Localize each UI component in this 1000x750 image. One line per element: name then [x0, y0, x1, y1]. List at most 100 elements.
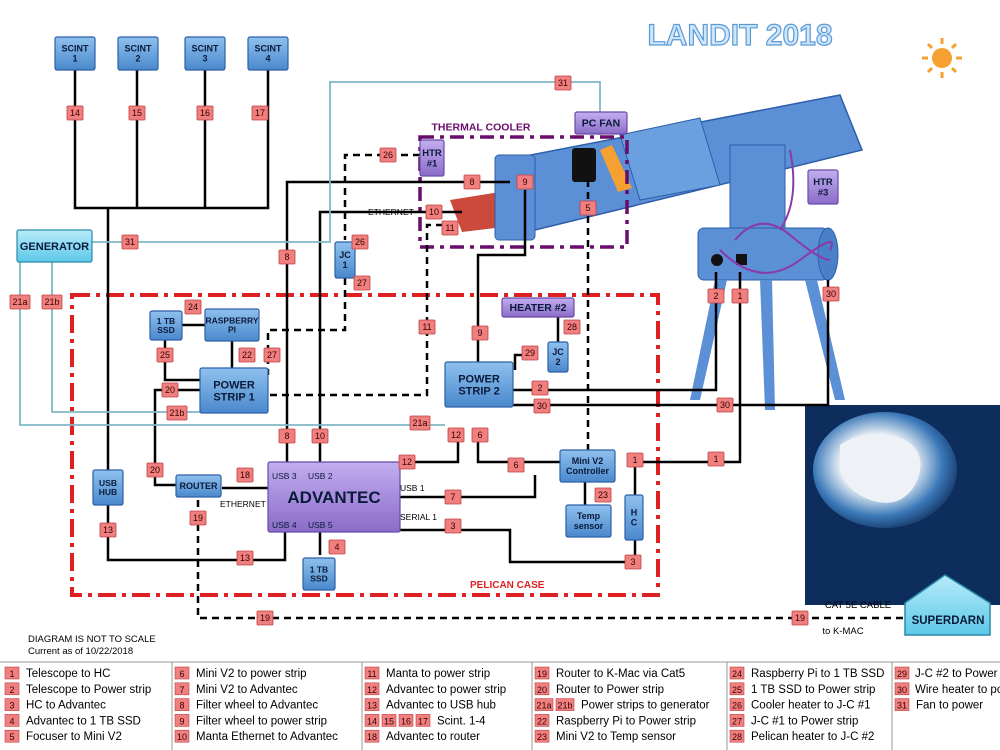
- wire-tag-label: 26: [355, 237, 365, 247]
- wire-tag-28: 28: [563, 319, 581, 335]
- legend-text: HC to Advantec: [26, 700, 106, 712]
- wire-tag-9: 9: [471, 325, 489, 341]
- wire-tag-label: 14: [70, 108, 80, 118]
- usb-hub-label: USB: [99, 478, 117, 488]
- wire-tag-12: 12: [447, 427, 465, 443]
- legend-number: 14: [367, 716, 377, 726]
- serial1-label: SERIAL 1: [400, 512, 437, 522]
- wire-tag-label: 31: [558, 78, 568, 88]
- wire-tag-26: 26: [351, 234, 369, 250]
- wire-tag-label: 4: [334, 542, 339, 552]
- htr3-box: HTR#3: [807, 169, 839, 205]
- scint1-label: 1: [72, 54, 77, 64]
- wire-tag-label: 30: [537, 401, 547, 411]
- wire-tag-label: 5: [585, 203, 590, 213]
- wire-tag-label: 29: [525, 348, 535, 358]
- pc-fan-label: PC FAN: [582, 118, 621, 130]
- legend-number: 2: [9, 685, 14, 695]
- legend-number: 4: [9, 716, 14, 726]
- earth-image: [805, 405, 1000, 605]
- pelican-label: PELICAN CASE: [470, 580, 545, 591]
- wire-tag-8: 8: [278, 249, 296, 265]
- wire-tag-31: 31: [121, 234, 139, 250]
- power-strip2-label: STRIP 2: [458, 385, 499, 397]
- wire-tag-11: 11: [418, 319, 436, 335]
- wire-tag-2: 2: [531, 380, 549, 396]
- wire-tag-6: 6: [507, 457, 525, 473]
- wire-tag-7: 7: [444, 489, 462, 505]
- ssd-bottom-label: 1 TB: [310, 564, 328, 574]
- legend-item: 31 Fan to power: [894, 698, 983, 712]
- legend-text: J-C #2 to Power strip: [915, 668, 1000, 680]
- wire-tag-label: 23: [598, 490, 608, 500]
- superdarn-shape: [904, 574, 991, 636]
- wire-tag-13: 13: [236, 550, 254, 566]
- legend-text: Filter wheel to power strip: [196, 715, 327, 727]
- ethernet-mid-label: ETHERNET: [220, 499, 266, 509]
- wire-tag-10: 10: [425, 204, 443, 220]
- hc-label: H: [631, 508, 638, 518]
- wire-tag-19: 19: [189, 510, 207, 526]
- wire-tag-15: 15: [128, 105, 146, 121]
- wire-tag-label: 24: [188, 302, 198, 312]
- legend-number: 29: [897, 669, 907, 679]
- legend-number: 17: [418, 716, 428, 726]
- ethernet-top-label: ETHERNET: [368, 207, 414, 217]
- wire-tag-24: 24: [184, 299, 202, 315]
- wire-tag-16: 16: [196, 105, 214, 121]
- legend-text: Scint. 1-4: [437, 715, 486, 727]
- wire-tag-label: 20: [165, 385, 175, 395]
- wire-tag-label: 17: [255, 108, 265, 118]
- wire-tag-label: 12: [402, 457, 412, 467]
- cat5e-label: CAT 5E CABLE: [825, 600, 891, 611]
- legend-number: 5: [9, 732, 14, 742]
- wire-tag-29: 29: [521, 345, 539, 361]
- sun-icon: [922, 38, 962, 78]
- legend-text: Fan to power: [916, 700, 983, 712]
- pelican-case-outline: [70, 293, 660, 597]
- usb1-label: USB 1: [400, 483, 425, 493]
- legend-number: 10: [177, 732, 187, 742]
- wire-tag-20: 20: [146, 462, 164, 478]
- wire-tag-label: 30: [720, 400, 730, 410]
- date-note: Current as of 10/22/2018: [28, 646, 133, 657]
- legend-number: 25: [732, 685, 742, 695]
- wire-tag-label: 21a: [12, 297, 27, 307]
- miniv2-label: Controller: [566, 466, 609, 476]
- wire-tag-1: 1: [626, 452, 644, 468]
- power-strip1-label: STRIP 1: [213, 391, 254, 403]
- wire-tag-label: 8: [469, 177, 474, 187]
- legend-number: 31: [897, 701, 907, 711]
- wire-tag-19: 19: [791, 610, 809, 626]
- wire-tag-label: 13: [240, 553, 250, 563]
- jc1-label: 1: [342, 260, 347, 270]
- legend-number: 7: [179, 685, 184, 695]
- jc2-box: JC2: [547, 341, 569, 373]
- wire-tag-22: 22: [238, 347, 256, 363]
- wire-tag-3: 3: [624, 554, 642, 570]
- scint3-label: SCINT: [192, 44, 220, 54]
- wire-tag-30: 30: [822, 286, 840, 302]
- wire-tag-label: 10: [429, 207, 439, 217]
- heater2-label: HEATER #2: [510, 302, 567, 314]
- legend-text: Raspberry Pi to Power strip: [556, 715, 696, 727]
- wire-tag-31: 31: [554, 75, 572, 91]
- generator-feeds: [19, 81, 601, 426]
- wire-tag-label: 3: [450, 521, 455, 531]
